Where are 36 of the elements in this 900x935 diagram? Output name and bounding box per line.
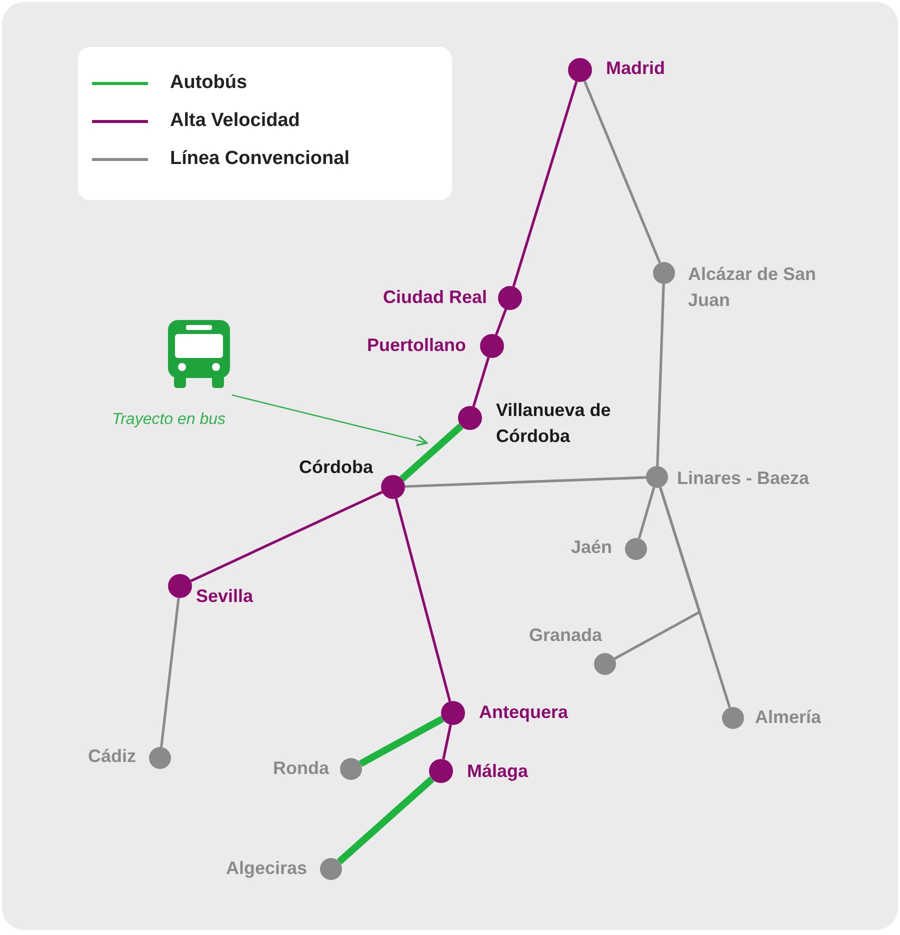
route-line (394, 498, 452, 702)
route-line (512, 81, 578, 287)
route-line (583, 80, 661, 264)
leader-arrow (232, 394, 428, 446)
station-name: Almería (755, 706, 822, 729)
station-name: Villanueva de Córdoba (496, 399, 612, 448)
station-name: Sevilla (196, 585, 254, 608)
route-line (656, 284, 665, 466)
route-line (614, 487, 702, 660)
route-line (190, 490, 383, 582)
station-name: Algeciras (226, 857, 307, 880)
route-line (160, 598, 180, 748)
route-line (442, 724, 452, 760)
station-name: Jaén (570, 536, 612, 559)
caption-text: Trayecto en bus (112, 410, 226, 430)
route-line (336, 776, 434, 864)
legend-label: Autobús (170, 71, 248, 95)
station-name: Alcázar de San Juan (688, 263, 818, 312)
station-name: Córdoba (299, 456, 373, 479)
station-name: Ciudad Real (382, 286, 487, 309)
route-line (400, 423, 464, 482)
route-line (472, 357, 490, 407)
station-name: Ronda (273, 757, 329, 780)
station-name: Granada (528, 624, 602, 647)
route-line (358, 716, 444, 767)
station-name: Puertollano (366, 334, 466, 357)
route-line (404, 476, 646, 488)
route-line (638, 487, 656, 539)
route-line (494, 308, 508, 336)
station-name: Linares - Baeza (677, 467, 810, 490)
station-name: Madrid (606, 57, 666, 80)
station-name: Cádiz (88, 745, 136, 768)
station-name: Antequera (479, 701, 568, 724)
legend-label: Alta Velocidad (170, 109, 300, 133)
station-name: Málaga (467, 760, 528, 783)
legend-label: Línea Convencional (170, 147, 350, 171)
